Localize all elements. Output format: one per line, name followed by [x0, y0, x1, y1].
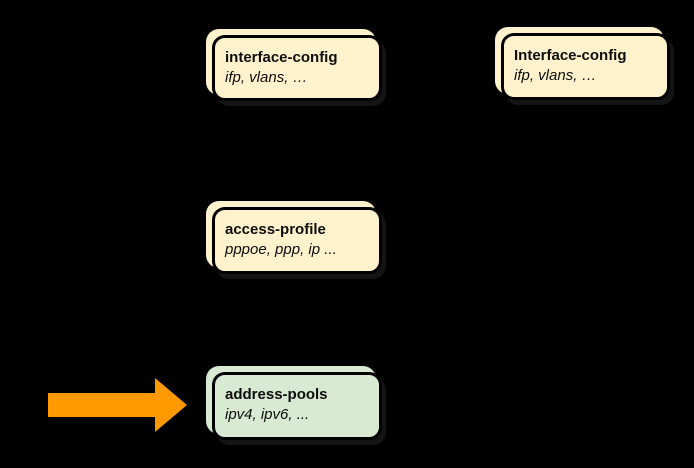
node-interface-config: interface-config ifp, vlans, … [212, 35, 382, 101]
node-title: access-profile [225, 221, 326, 238]
node-subtitle: ifp, vlans, … [514, 67, 597, 84]
node-subtitle: ipv4, ipv6, ... [225, 406, 310, 423]
node-interface-config-alt: Interface-config ifp, vlans, … [501, 33, 670, 100]
node-subtitle: pppoe, ppp, ip ... [225, 241, 337, 258]
node-title: interface-config [225, 49, 338, 66]
highlight-arrow-icon [48, 378, 187, 432]
node-title: Interface-config [514, 47, 627, 64]
node-address-pools: address-pools ipv4, ipv6, ... [212, 372, 382, 440]
arrow-right-shape [48, 378, 187, 432]
node-title: address-pools [225, 386, 328, 403]
node-subtitle: ifp, vlans, … [225, 69, 308, 86]
node-access-profile: access-profile pppoe, ppp, ip ... [212, 207, 382, 274]
